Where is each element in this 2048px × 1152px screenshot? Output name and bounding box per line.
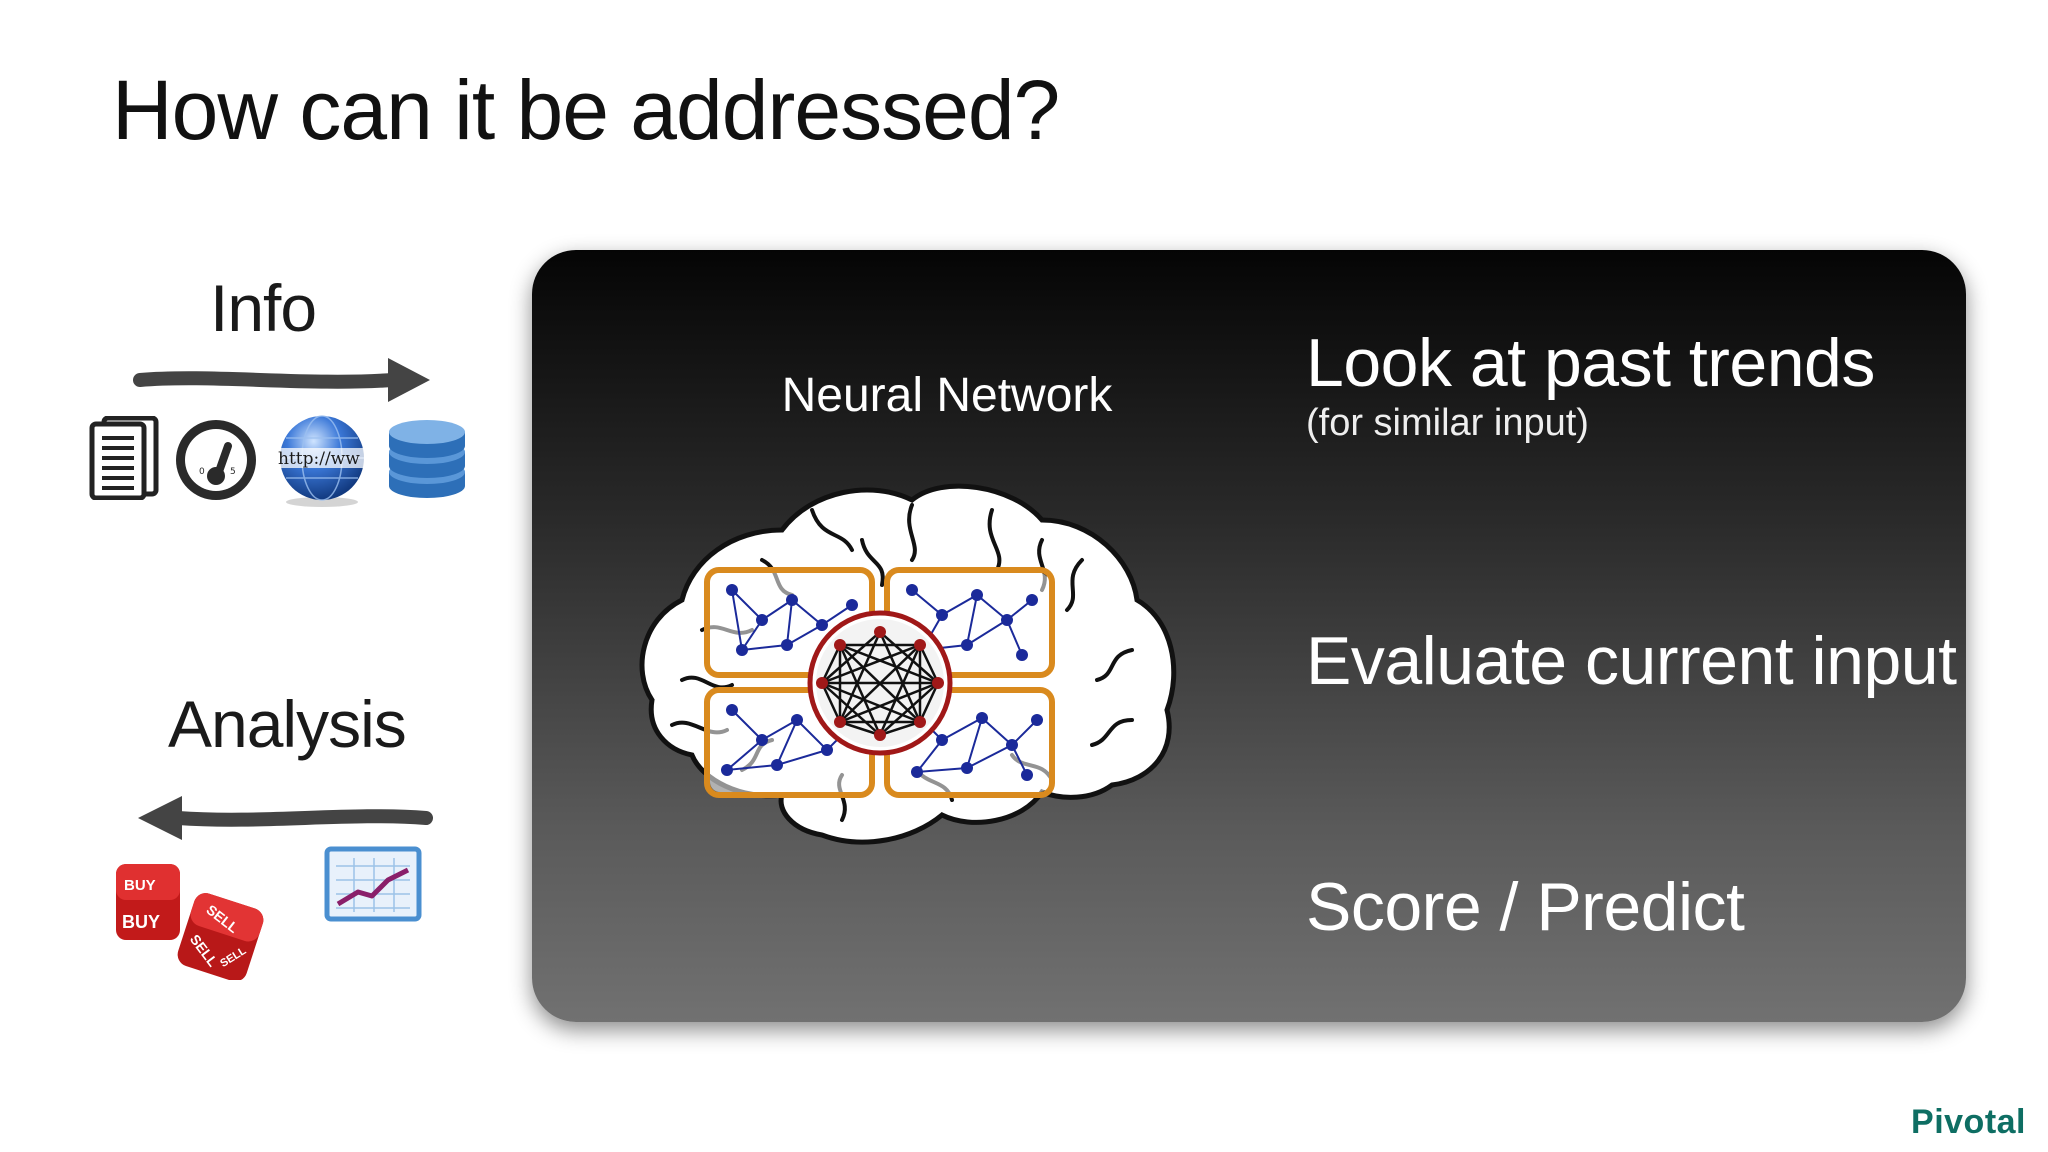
- step-score-predict: Score / Predict: [1306, 869, 1745, 945]
- step-evaluate-input: Evaluate current input: [1306, 623, 1957, 699]
- document-icon: [89, 416, 159, 500]
- info-label: Info: [210, 271, 317, 345]
- dice-face-text: BUY: [122, 912, 160, 932]
- brain-neural-network-icon: [639, 483, 1177, 845]
- dice-icon: BUY BUY SELL SELL SELL: [116, 864, 264, 980]
- right-arrow-icon: [133, 358, 430, 402]
- globe-url-text: http://ww: [278, 449, 360, 469]
- database-icon: [389, 420, 465, 498]
- pivotal-logo: Pivotal: [1911, 1103, 2026, 1141]
- chart-icon: [324, 846, 422, 922]
- dice-face-text: BUY: [124, 877, 156, 894]
- neural-network-label: Neural Network: [781, 369, 1113, 422]
- content-panel: Neural Network: [532, 250, 1966, 1022]
- analysis-label: Analysis: [168, 687, 407, 761]
- svg-text:0: 0: [199, 467, 205, 477]
- gauge-icon: 0 5: [176, 420, 256, 500]
- step-past-trends-note: (for similar input): [1306, 402, 1589, 444]
- step-past-trends: Look at past trends: [1306, 325, 1875, 401]
- svg-text:5: 5: [230, 467, 236, 477]
- globe-icon: http://ww: [274, 415, 370, 507]
- left-arrow-icon: [138, 796, 433, 840]
- slide-title: How can it be addressed?: [112, 63, 1060, 157]
